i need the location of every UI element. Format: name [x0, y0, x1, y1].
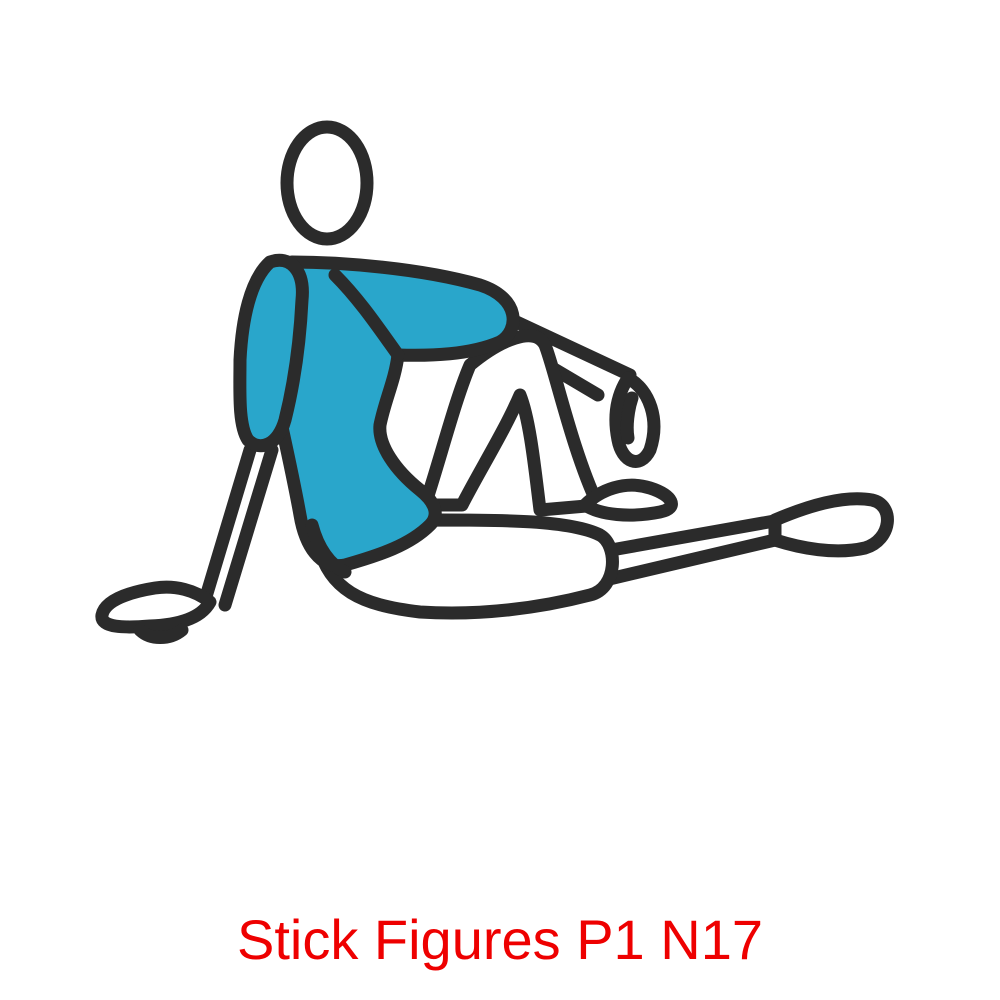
caption-text: Stick Figures P1 N17	[237, 908, 763, 971]
extended-leg	[593, 492, 894, 587]
shirt-body	[260, 255, 520, 573]
bent-leg-foot	[578, 478, 678, 522]
extended-foot	[768, 492, 894, 558]
bent-leg	[418, 329, 678, 522]
left-arm	[95, 443, 279, 644]
torso-shirt	[233, 253, 520, 579]
head	[280, 120, 374, 246]
shirt-sleeve	[233, 253, 309, 453]
left-hand	[95, 580, 217, 634]
